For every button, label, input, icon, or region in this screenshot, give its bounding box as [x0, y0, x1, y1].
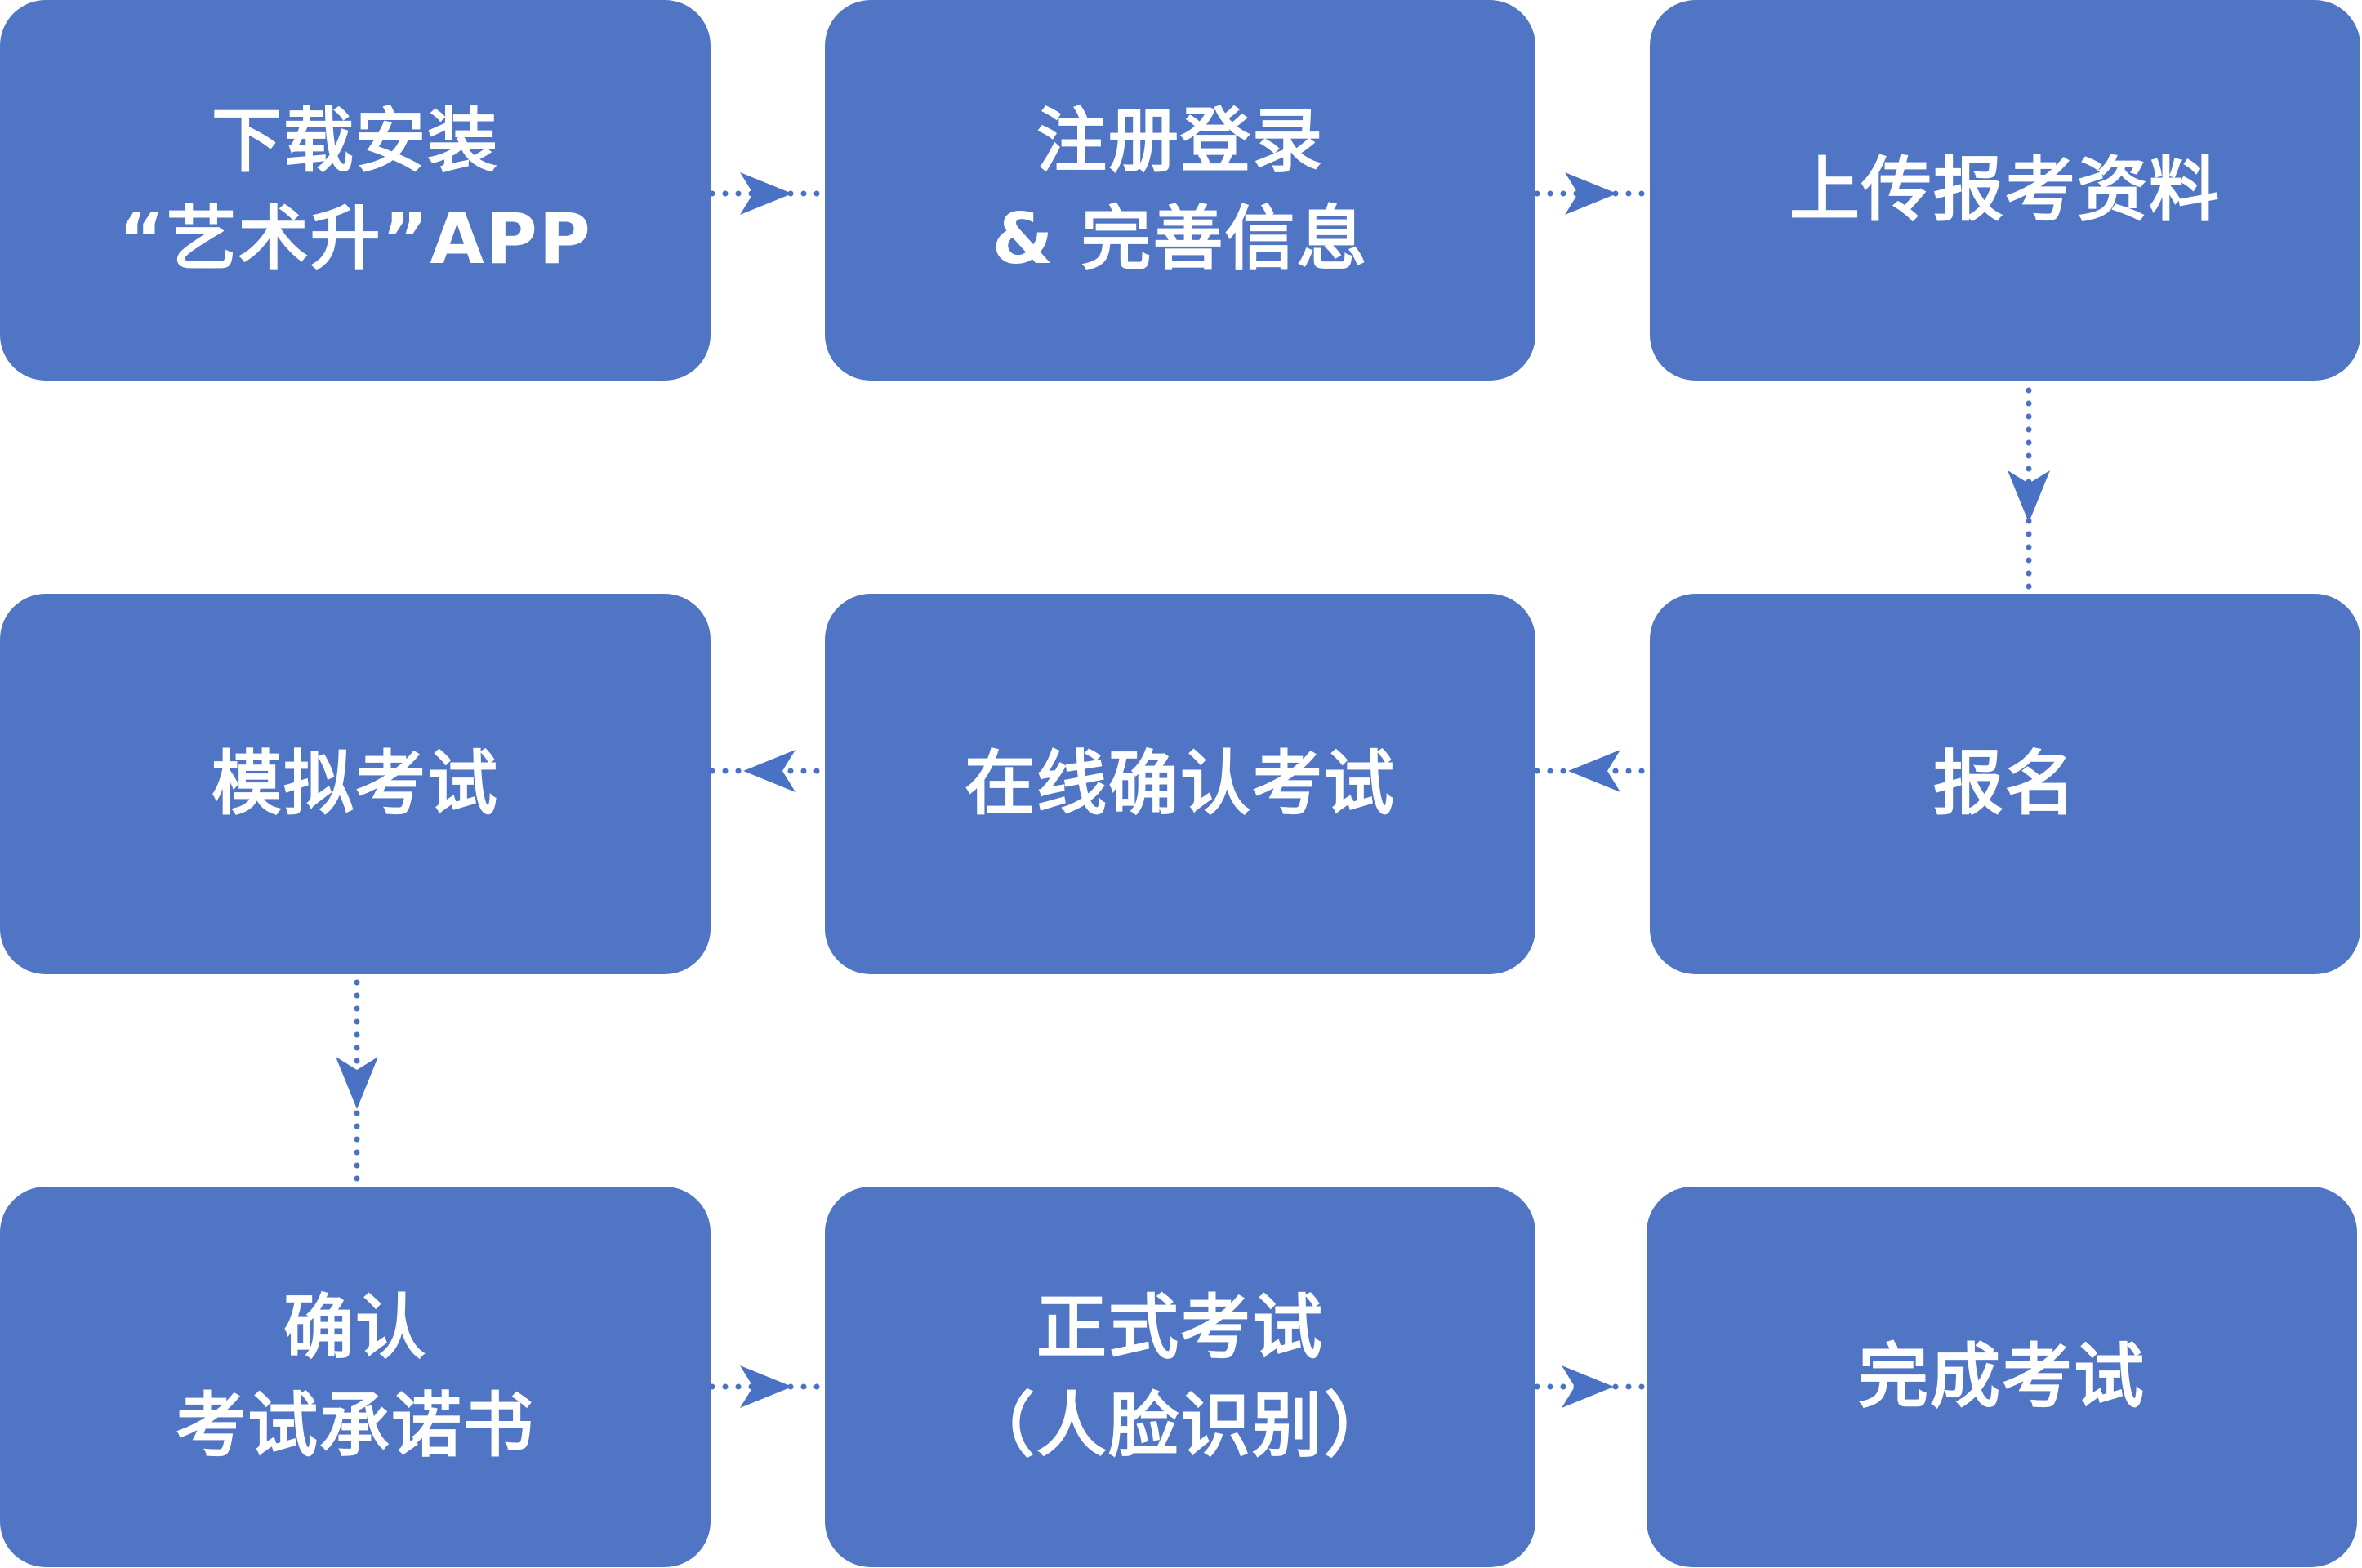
step-upload-materials-line1: 上传报考资料 [1789, 149, 2221, 231]
step-formal-exam: 正式考试 （人脸识别） [825, 1187, 1535, 1567]
arrowhead-s3-s4 [2008, 470, 2050, 523]
step-upload-materials: 上传报考资料 [1650, 0, 2360, 381]
step-formal-exam-line1: 正式考试 [1036, 1287, 1324, 1369]
step-mock-exam-label: 模拟考试 [212, 735, 499, 833]
arrowhead-s4-s5 [1568, 750, 1620, 792]
step-confirm-pledge: 确认 考试承诺书 [0, 1187, 711, 1567]
step-online-confirm-label: 在线确认考试 [965, 735, 1396, 833]
step-online-confirm-line1: 在线确认考试 [965, 743, 1396, 825]
step-mock-exam: 模拟考试 [0, 594, 711, 974]
step-confirm-pledge-label: 确认 考试承诺书 [176, 1279, 535, 1475]
step-mock-exam-line1: 模拟考试 [212, 743, 499, 825]
step-register-login: 注册登录 & 完善信息 [825, 0, 1535, 381]
arrowhead-s6-s7 [336, 1057, 378, 1109]
arrowhead-s1-s2 [740, 172, 792, 215]
step-confirm-pledge-line1: 确认 [283, 1287, 427, 1369]
step-download-app: 下载安装 “艺术升”APP [0, 0, 711, 381]
step-upload-materials-label: 上传报考资料 [1789, 141, 2221, 239]
step-register-login-line2: & 完善信息 [992, 198, 1369, 280]
arrowhead-s5-s6 [743, 750, 796, 792]
step-download-app-line2: “艺术升”APP [118, 198, 592, 280]
step-download-app-line1: 下载安装 [211, 100, 499, 182]
step-register-login-label: 注册登录 & 完善信息 [992, 92, 1369, 288]
arrowhead-s2-s3 [1565, 172, 1617, 215]
step-online-confirm: 在线确认考试 [825, 594, 1535, 974]
step-sign-up: 报名 [1650, 594, 2360, 974]
arrowhead-s8-s9 [1562, 1365, 1614, 1408]
step-download-app-label: 下载安装 “艺术升”APP [118, 92, 592, 288]
step-complete-exam: 完成考试 [1647, 1187, 2357, 1567]
step-complete-exam-label: 完成考试 [1858, 1328, 2146, 1426]
step-register-login-line1: 注册登录 [1036, 100, 1324, 182]
step-formal-exam-line2: （人脸识别） [965, 1385, 1396, 1467]
step-sign-up-line1: 报名 [1933, 743, 2077, 825]
step-confirm-pledge-line2: 考试承诺书 [176, 1385, 535, 1467]
step-complete-exam-line1: 完成考试 [1858, 1336, 2146, 1418]
step-sign-up-label: 报名 [1933, 735, 2077, 833]
arrowhead-s7-s8 [740, 1365, 792, 1408]
step-formal-exam-label: 正式考试 （人脸识别） [965, 1279, 1396, 1475]
